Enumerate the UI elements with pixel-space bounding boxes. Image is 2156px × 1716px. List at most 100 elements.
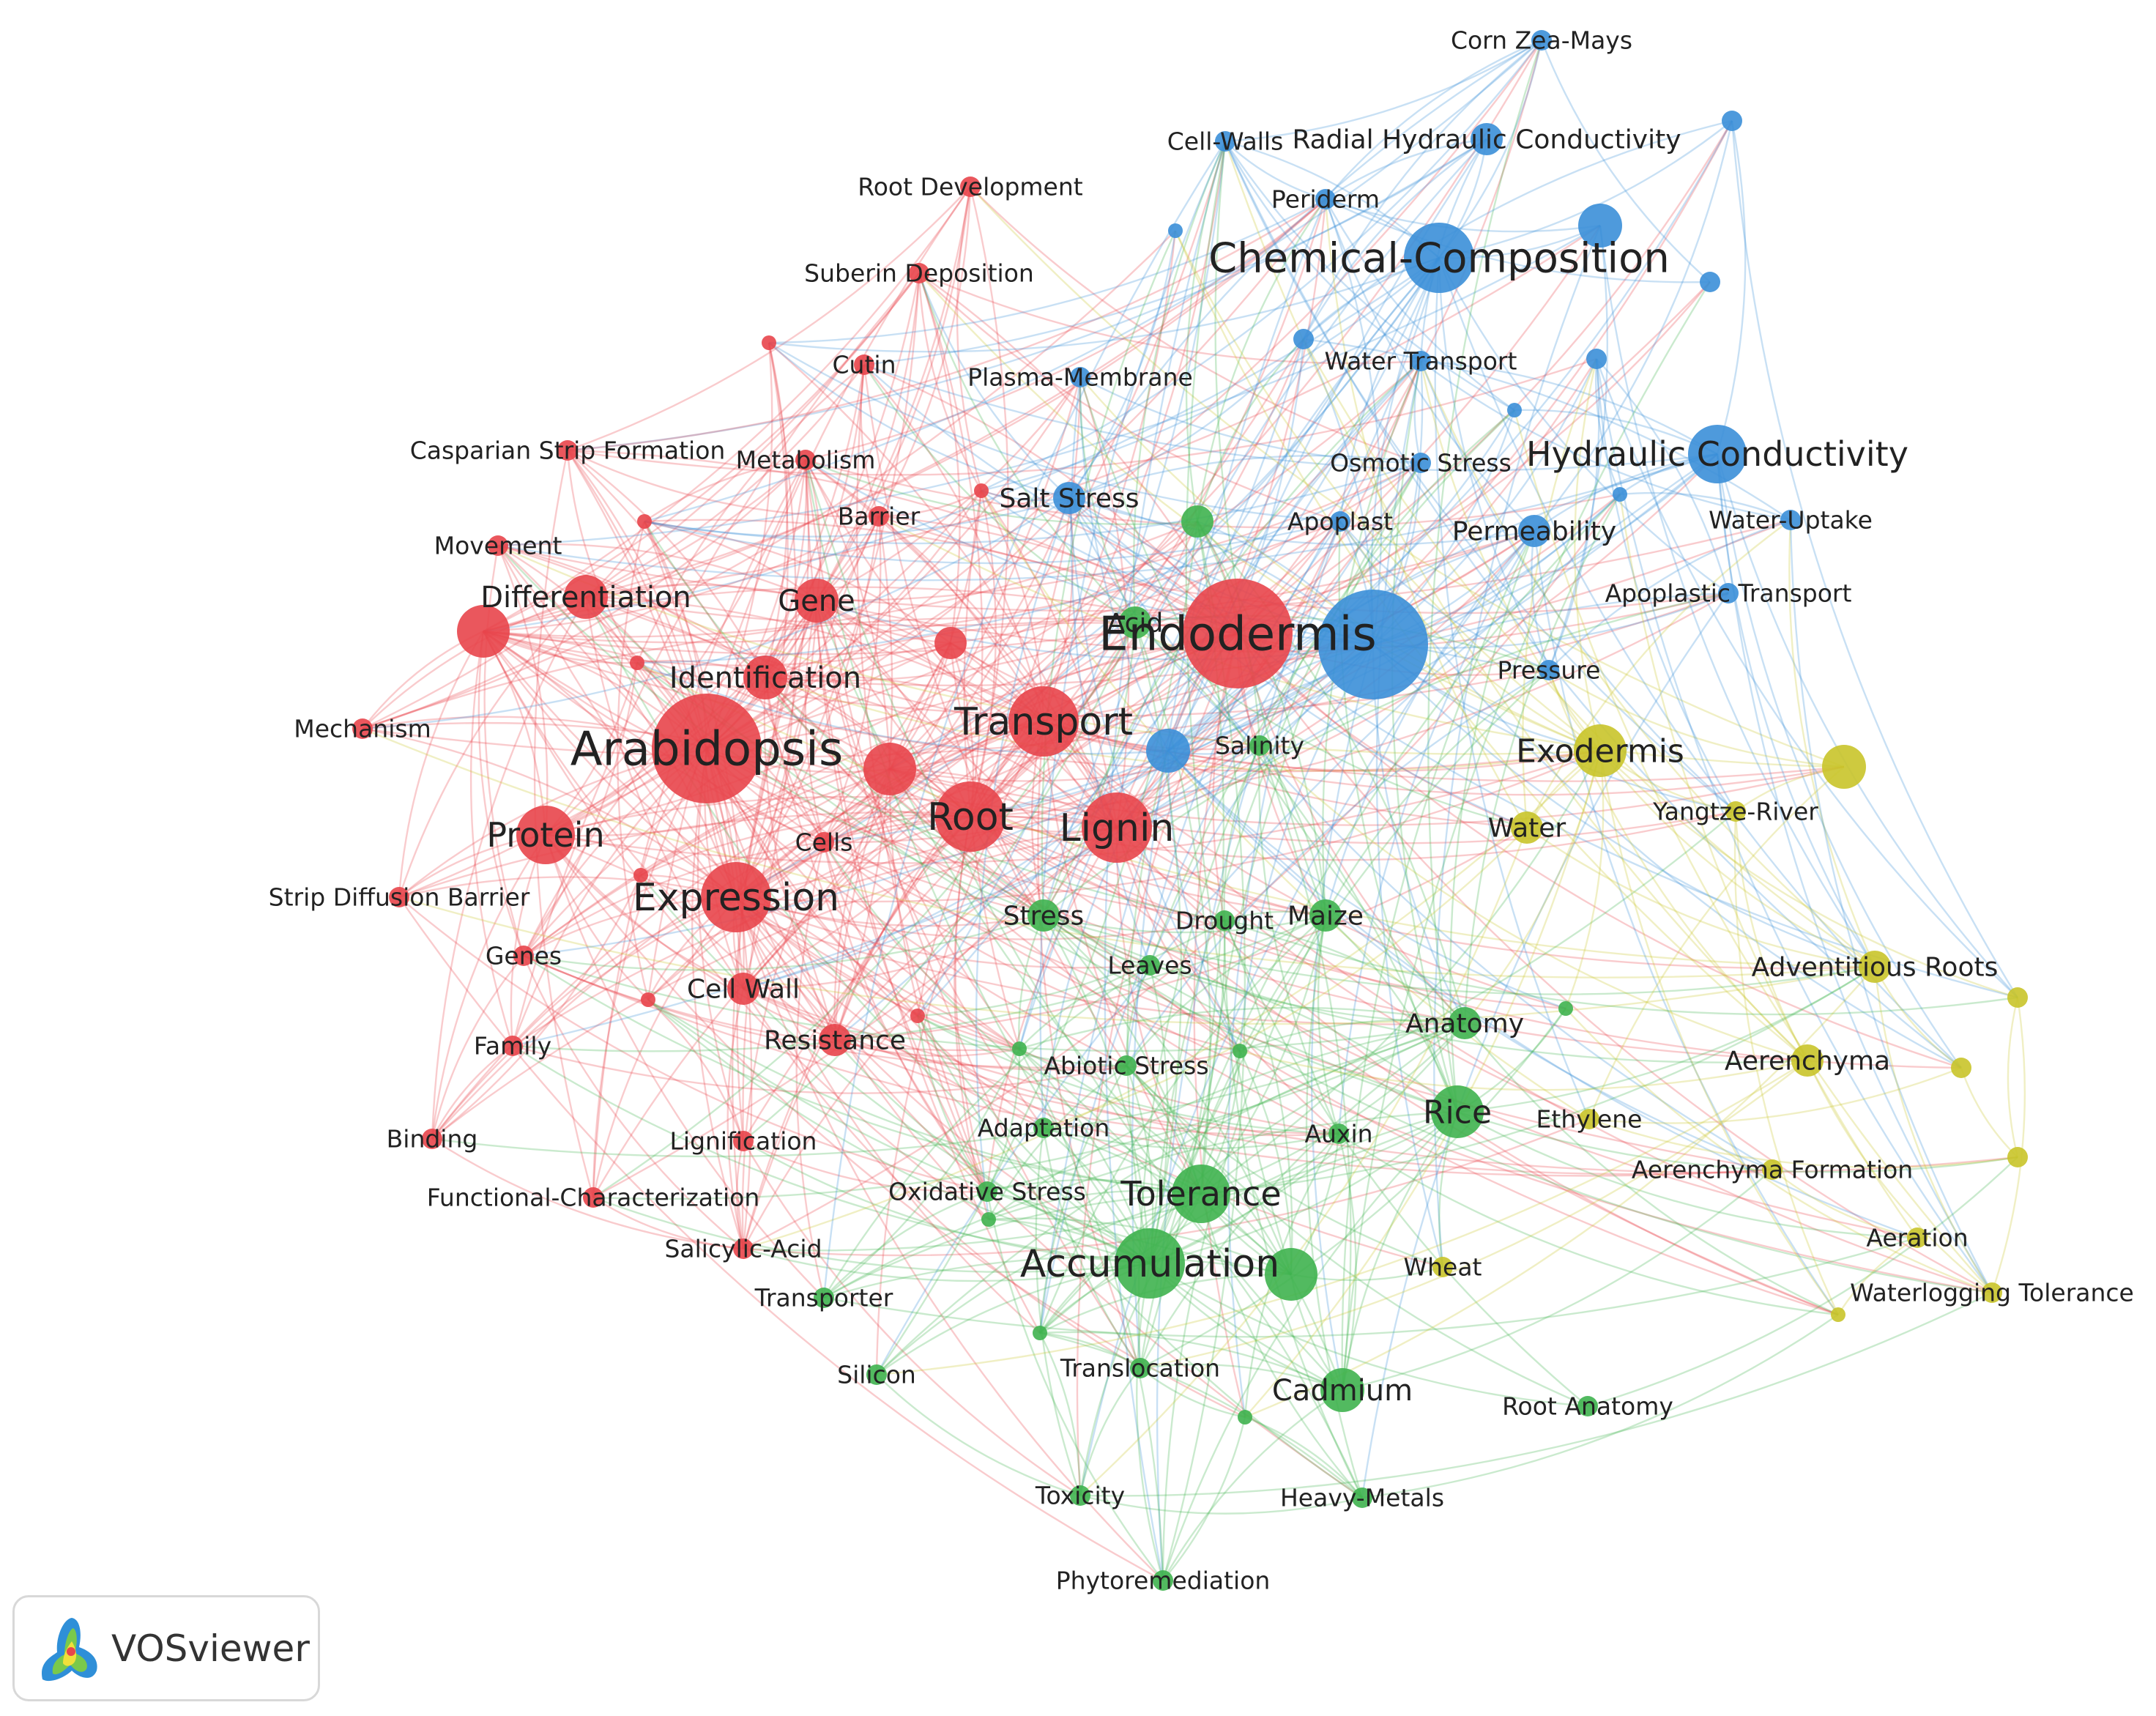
node-translocation[interactable] <box>1130 1358 1151 1378</box>
node-adventitious[interactable] <box>1859 951 1891 983</box>
node-exodermis[interactable] <box>1574 724 1627 777</box>
node-periderm[interactable] <box>1315 189 1336 209</box>
node-suberin[interactable] <box>909 263 929 283</box>
node-accumulation[interactable] <box>1115 1228 1185 1299</box>
node-acid[interactable] <box>1119 606 1151 639</box>
node-transporter[interactable] <box>814 1288 834 1308</box>
node-green_unl4[interactable] <box>1233 1044 1247 1058</box>
node-rice[interactable] <box>1431 1085 1484 1138</box>
node-cadmium[interactable] <box>1320 1368 1364 1412</box>
node-transport[interactable] <box>1008 686 1079 757</box>
node-corn[interactable] <box>1531 30 1552 51</box>
node-stripdiff[interactable] <box>389 887 409 907</box>
node-red_unl4[interactable] <box>762 335 776 350</box>
node-apoplastic[interactable] <box>1718 583 1739 603</box>
node-cutin[interactable] <box>854 354 874 375</box>
node-blue_unl7[interactable] <box>1507 403 1522 417</box>
node-aerenchymaform[interactable] <box>1762 1159 1783 1180</box>
node-arabidopsis[interactable] <box>652 694 762 803</box>
node-water[interactable] <box>1511 811 1543 844</box>
node-radial[interactable] <box>1471 123 1503 155</box>
node-green_unl7[interactable] <box>1238 1410 1252 1425</box>
node-yellow_unl2[interactable] <box>1951 1058 1971 1078</box>
node-saltstress[interactable] <box>1053 482 1085 514</box>
node-stress[interactable] <box>1027 899 1060 932</box>
node-red_unl1[interactable] <box>863 743 916 795</box>
node-red_unl10[interactable] <box>910 1009 925 1023</box>
node-toxicity[interactable] <box>1070 1485 1090 1506</box>
node-blue_salinity[interactable] <box>1146 729 1190 773</box>
node-ethylene[interactable] <box>1579 1109 1599 1129</box>
node-red_unl6[interactable] <box>974 483 989 498</box>
node-red_unl7[interactable] <box>630 655 644 670</box>
node-metabolism[interactable] <box>795 450 816 470</box>
node-permeability[interactable] <box>1518 515 1550 547</box>
node-chemical[interactable] <box>1404 223 1474 293</box>
node-auxin[interactable] <box>1328 1123 1349 1144</box>
node-casparian[interactable] <box>557 440 578 461</box>
node-protein[interactable] <box>516 806 575 864</box>
node-genes[interactable] <box>513 946 534 966</box>
node-yellow_unl4[interactable] <box>1831 1307 1845 1322</box>
node-green_unl8[interactable] <box>981 1212 996 1227</box>
node-hydraulic[interactable] <box>1688 425 1747 483</box>
node-identification[interactable] <box>743 655 787 699</box>
node-wateruptake[interactable] <box>1780 510 1801 530</box>
node-lignin[interactable] <box>1082 792 1152 863</box>
node-blue_unl4[interactable] <box>1293 329 1314 349</box>
node-watertransport[interactable] <box>1410 351 1431 371</box>
node-yangtze[interactable] <box>1725 801 1746 822</box>
node-aerenchyma[interactable] <box>1791 1044 1824 1077</box>
node-apoplast[interactable] <box>1330 511 1350 532</box>
node-maize[interactable] <box>1309 899 1342 932</box>
node-red_unl9[interactable] <box>641 992 655 1007</box>
node-drought[interactable] <box>1214 910 1235 931</box>
node-adaptation[interactable] <box>1033 1118 1054 1138</box>
node-tolerance[interactable] <box>1172 1165 1230 1223</box>
node-red_unl3[interactable] <box>934 627 967 659</box>
node-family[interactable] <box>502 1036 523 1056</box>
node-cellwalls[interactable] <box>1215 131 1235 152</box>
node-plasma[interactable] <box>1070 367 1090 387</box>
node-yellow_unl3[interactable] <box>2007 1147 2028 1167</box>
node-binding[interactable] <box>422 1129 442 1149</box>
node-blue_unl5[interactable] <box>1586 349 1607 369</box>
node-blue_unl2[interactable] <box>1700 272 1720 292</box>
node-salicylic[interactable] <box>733 1238 754 1259</box>
node-movement[interactable] <box>488 535 508 556</box>
node-blue_big[interactable] <box>1318 590 1428 699</box>
node-mechanism[interactable] <box>352 718 373 739</box>
node-cellwall[interactable] <box>727 973 759 1005</box>
node-wheat[interactable] <box>1432 1257 1453 1277</box>
node-waterlogging[interactable] <box>1982 1282 2002 1303</box>
node-rootdev[interactable] <box>960 177 981 197</box>
node-green_unl1[interactable] <box>1265 1248 1317 1301</box>
node-barrier[interactable] <box>869 506 889 527</box>
node-green_unl2[interactable] <box>1181 505 1213 538</box>
node-functional[interactable] <box>583 1187 603 1208</box>
node-red_unl2[interactable] <box>457 605 510 658</box>
node-blue_unl1[interactable] <box>1578 204 1622 248</box>
node-heavymetals[interactable] <box>1352 1487 1372 1508</box>
node-yellow_big[interactable] <box>1822 745 1866 789</box>
node-red_unl5[interactable] <box>637 514 652 529</box>
node-phyto[interactable] <box>1153 1570 1173 1591</box>
node-rootanatomy[interactable] <box>1577 1396 1598 1416</box>
node-salinity[interactable] <box>1249 735 1270 756</box>
node-root[interactable] <box>935 781 1005 852</box>
node-abiotic[interactable] <box>1116 1055 1137 1076</box>
node-anatomy[interactable] <box>1449 1007 1481 1039</box>
node-blue_unl6[interactable] <box>1168 223 1183 238</box>
node-resistance[interactable] <box>819 1024 851 1056</box>
node-yellow_unl1[interactable] <box>2007 987 2028 1008</box>
node-endodermis[interactable] <box>1183 579 1293 688</box>
node-red_unl8[interactable] <box>633 868 648 883</box>
node-osmotic[interactable] <box>1410 453 1431 473</box>
node-green_unl3[interactable] <box>1012 1041 1027 1056</box>
node-pressure[interactable] <box>1539 660 1559 680</box>
node-lignification[interactable] <box>733 1131 754 1151</box>
node-oxidative[interactable] <box>977 1181 997 1202</box>
node-blue_unl8[interactable] <box>1613 487 1627 502</box>
node-green_unl5[interactable] <box>1558 1001 1573 1016</box>
node-silicon[interactable] <box>866 1364 887 1385</box>
